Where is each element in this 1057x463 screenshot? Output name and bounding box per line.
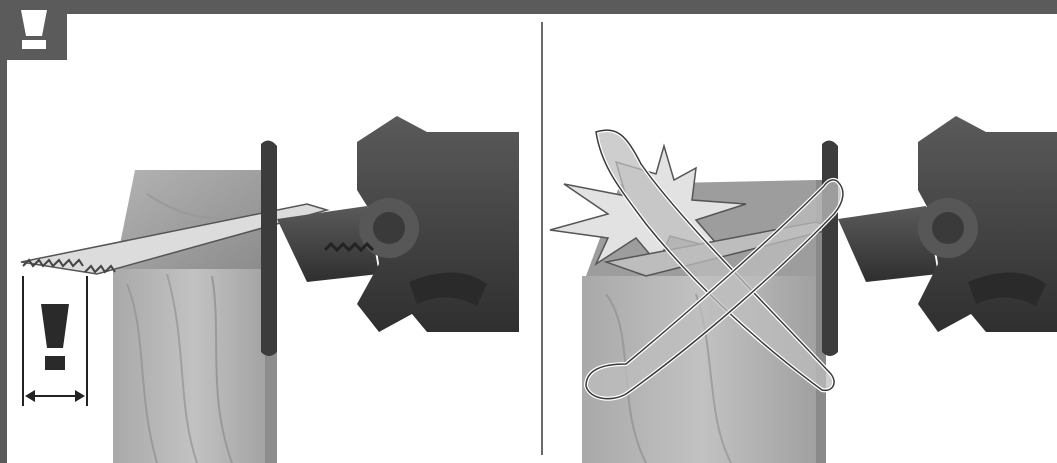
correct-usage-panel xyxy=(7,14,537,463)
left-frame-bar xyxy=(0,0,7,463)
top-frame-bar xyxy=(0,0,1057,14)
reciprocating-saw xyxy=(261,116,519,356)
panel-divider xyxy=(541,22,543,455)
incorrect-usage-panel xyxy=(546,14,1057,463)
exclamation-measure-icon xyxy=(23,276,87,406)
reciprocating-saw xyxy=(822,116,1057,356)
wood-block xyxy=(113,170,277,463)
